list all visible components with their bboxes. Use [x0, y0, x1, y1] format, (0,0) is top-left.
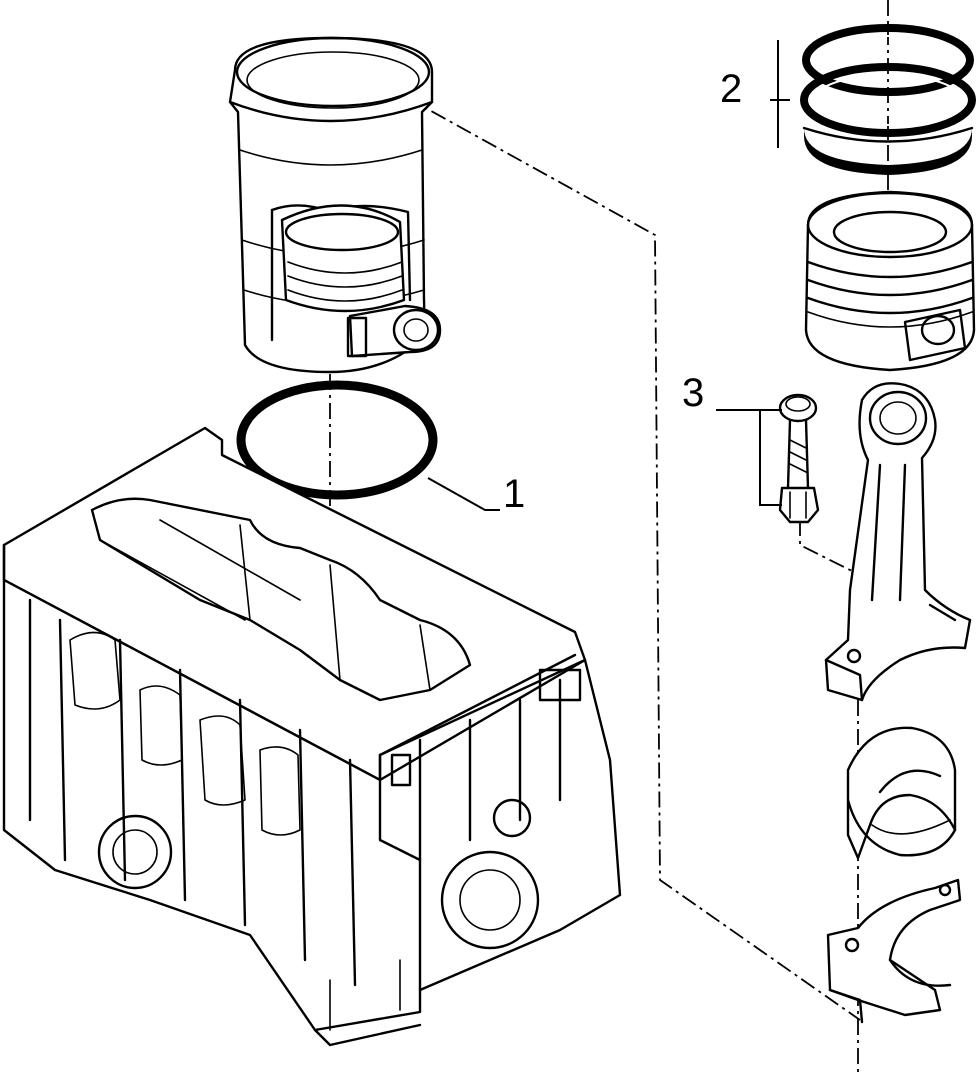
- liner-to-rod-centerline: [329, 54, 861, 1021]
- piston: [804, 190, 976, 372]
- callout-1-leader: [427, 477, 500, 511]
- bolt-centerline: [799, 520, 861, 576]
- callout-label-2: 2: [720, 67, 742, 111]
- piston-ring-set: [800, 24, 976, 175]
- cylinder-liner-o-ring: [236, 380, 438, 500]
- callout-label-1: 1: [503, 472, 525, 516]
- connecting-rod-cap: [826, 878, 962, 1024]
- engine-block: [2, 426, 622, 1047]
- connecting-rod-bolt: [778, 393, 820, 524]
- callout-label-3: 3: [682, 371, 704, 415]
- connecting-rod: [824, 382, 972, 702]
- upper-bearing-shell: [846, 726, 957, 860]
- cylinder-liner: [228, 36, 442, 374]
- callout-3-leader: [716, 409, 782, 506]
- callout-labels: 1 2 3: [503, 67, 742, 516]
- callout-leaders: [427, 40, 790, 511]
